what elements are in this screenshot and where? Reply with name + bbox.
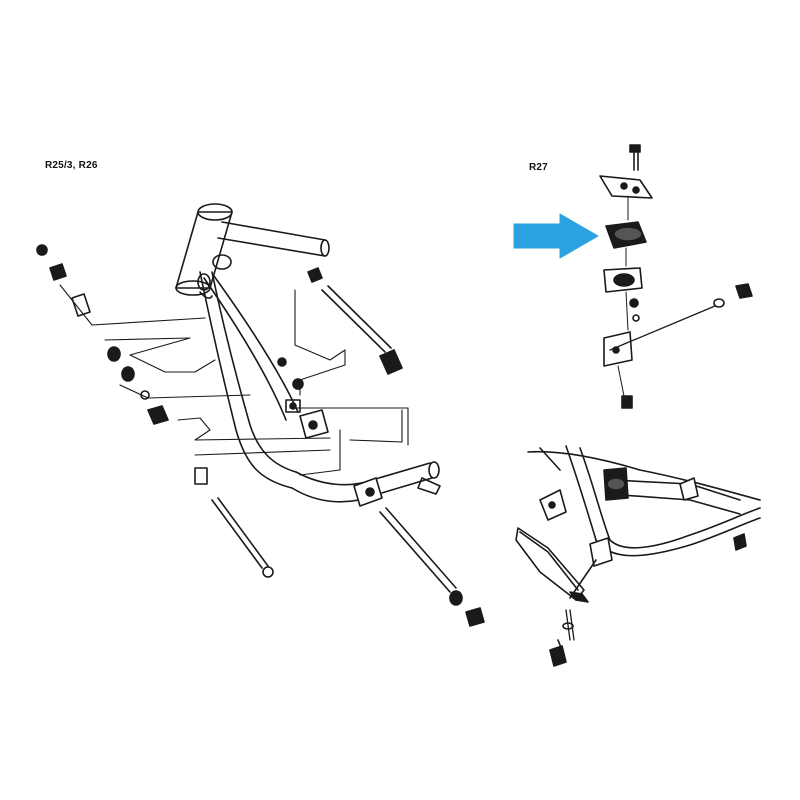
rubber-mount bbox=[605, 221, 647, 249]
arrow-right-icon bbox=[513, 213, 599, 259]
top-bracket bbox=[599, 175, 653, 199]
frame-tab bbox=[603, 331, 633, 367]
r27-frame-detail bbox=[515, 445, 761, 667]
model-label-r25-r26: R25/3, R26 bbox=[45, 160, 98, 171]
r27-mount-assembly bbox=[599, 144, 753, 409]
rubber-mount-installed bbox=[603, 467, 629, 501]
model-label-r27: R27 bbox=[529, 162, 548, 173]
upper-through-bolt bbox=[277, 267, 403, 390]
down-tubes bbox=[199, 271, 299, 489]
lower-right-bolt bbox=[379, 507, 485, 627]
cover-plate bbox=[515, 527, 589, 603]
lower-bracket bbox=[603, 267, 643, 293]
steering-head-tube bbox=[175, 203, 233, 296]
left-hardware-stack bbox=[36, 244, 169, 425]
lower-left-bolt bbox=[194, 467, 274, 578]
frame-clamps bbox=[285, 399, 383, 507]
left-frame-assembly bbox=[36, 203, 485, 627]
top-tube bbox=[217, 221, 330, 257]
